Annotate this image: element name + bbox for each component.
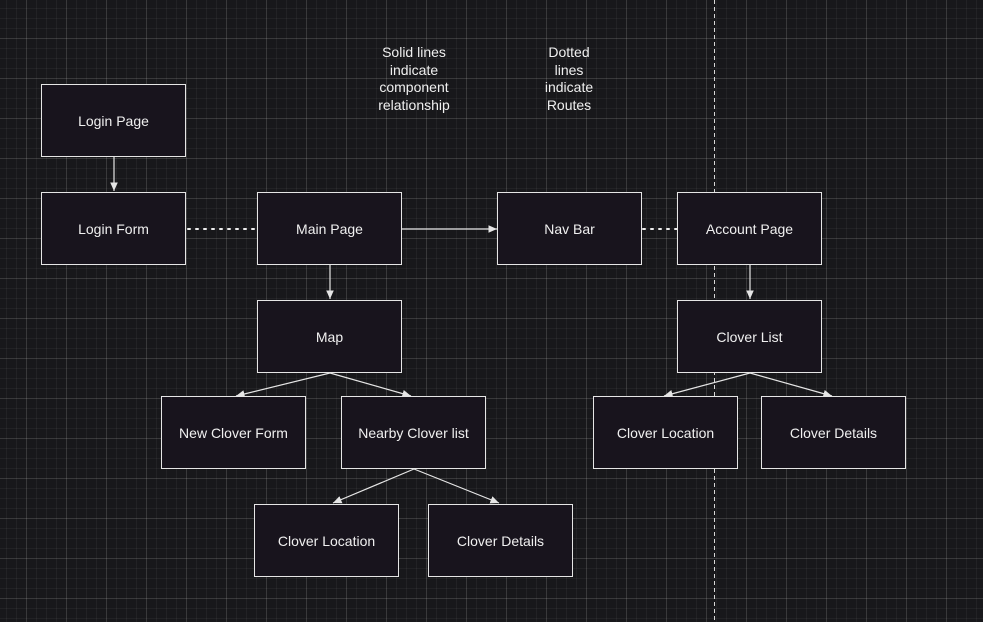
node-map[interactable]: Map <box>257 300 402 373</box>
node-login-page[interactable]: Login Page <box>41 84 186 157</box>
node-login-form-label: Login Form <box>78 220 149 237</box>
edge-map-to-new-clover-form <box>235 372 331 398</box>
node-clover-details-right[interactable]: Clover Details <box>761 396 906 469</box>
node-login-page-label: Login Page <box>78 112 149 129</box>
edge-clover-list-to-clover-details <box>749 372 833 398</box>
node-nav-bar-label: Nav Bar <box>544 220 595 237</box>
node-account-page[interactable]: Account Page <box>677 192 822 265</box>
node-account-page-label: Account Page <box>705 220 794 237</box>
node-clover-location-bottom[interactable]: Clover Location <box>254 504 399 577</box>
legend-dotted-lines-note: Dotted lines indicate Routes <box>544 44 594 113</box>
node-clover-location-bottom-label: Clover Location <box>277 532 376 549</box>
node-map-label: Map <box>315 328 344 345</box>
node-main-page[interactable]: Main Page <box>257 192 402 265</box>
node-clover-details-bottom[interactable]: Clover Details <box>428 504 573 577</box>
edge-nearby-list-to-clover-details <box>413 468 500 504</box>
node-main-page-label: Main Page <box>296 220 363 237</box>
node-clover-details-bottom-label: Clover Details <box>456 532 545 549</box>
node-clover-list[interactable]: Clover List <box>677 300 822 373</box>
node-nearby-clover-list-label: Nearby Clover list <box>358 424 469 441</box>
node-clover-list-label: Clover List <box>716 328 783 345</box>
edge-nearby-list-to-clover-location <box>332 468 415 504</box>
node-clover-location-right-label: Clover Location <box>616 424 715 441</box>
legend-solid-lines-note: Solid lines indicate component relations… <box>378 44 450 113</box>
node-new-clover-form[interactable]: New Clover Form <box>161 396 306 469</box>
node-login-form[interactable]: Login Form <box>41 192 186 265</box>
node-new-clover-form-label: New Clover Form <box>179 424 288 441</box>
node-clover-location-right[interactable]: Clover Location <box>593 396 738 469</box>
node-nearby-clover-list[interactable]: Nearby Clover list <box>341 396 486 469</box>
edge-map-to-nearby-clover-list <box>329 372 412 398</box>
node-nav-bar[interactable]: Nav Bar <box>497 192 642 265</box>
node-clover-details-right-label: Clover Details <box>789 424 878 441</box>
edge-clover-list-to-clover-location <box>663 372 751 398</box>
